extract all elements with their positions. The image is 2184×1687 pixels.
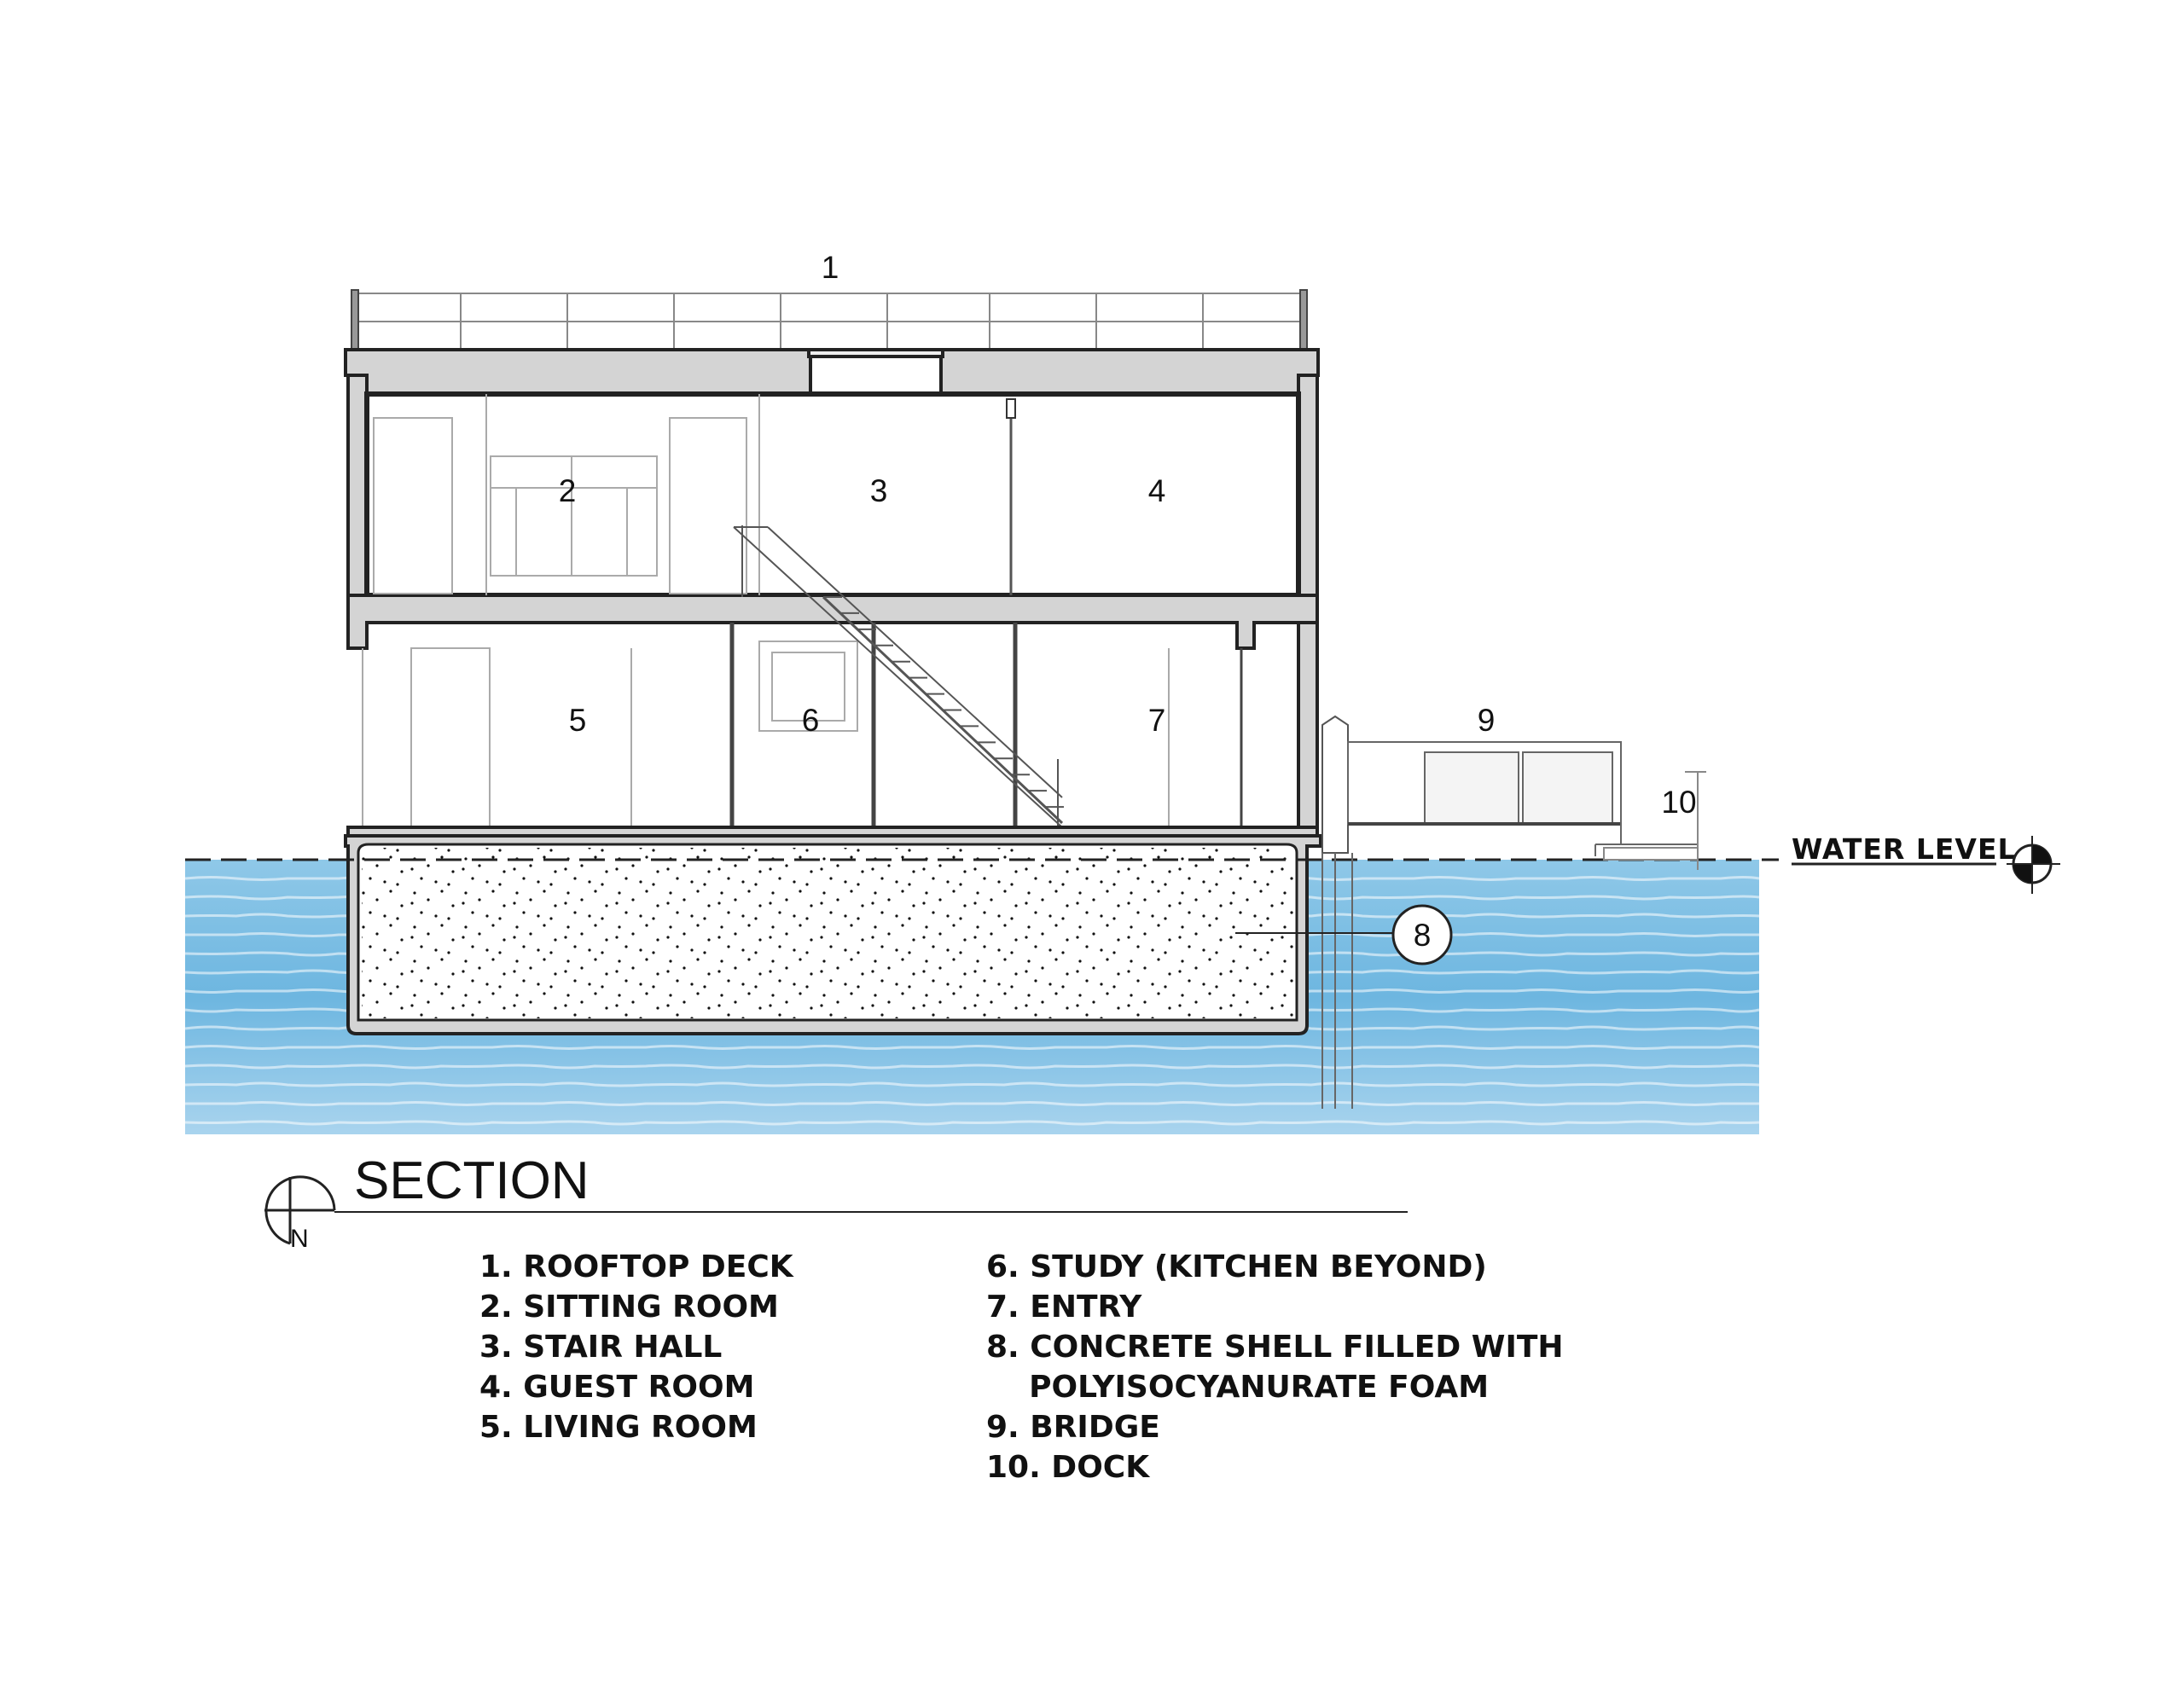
legend-item: 6. STUDY (KITCHEN BEYOND)	[986, 1249, 1487, 1284]
title-block: N SECTION	[264, 1151, 1408, 1253]
legend-left-column: 1. ROOFTOP DECK 2. SITTING ROOM 3. STAIR…	[479, 1247, 793, 1447]
legend-item: 3. STAIR HALL	[479, 1330, 723, 1365]
water-level-marker: WATER LEVEL	[1792, 832, 2060, 894]
room-labels: 1 2 3 4 5 6 7 9 10	[559, 250, 1697, 820]
legend-right-column: 6. STUDY (KITCHEN BEYOND) 7. ENTRY 8. CO…	[986, 1247, 1564, 1487]
roof-slab	[344, 348, 1320, 396]
water-wave	[184, 1081, 1760, 1087]
room-number-7: 7	[1148, 703, 1166, 738]
dock	[1603, 771, 1706, 870]
water-wave	[184, 1064, 1760, 1070]
legend-item: 2. SITTING ROOM	[479, 1290, 779, 1325]
room-number-6: 6	[802, 703, 820, 738]
stair-treads	[823, 596, 1064, 809]
water-wave	[184, 1120, 1760, 1126]
rooftop-railing	[351, 289, 1308, 352]
concrete-shell	[344, 834, 1322, 1035]
callout-8: 8	[1235, 904, 1453, 965]
north-label: N	[290, 1225, 309, 1253]
water-wave	[185, 1101, 1759, 1106]
water-level-label: WATER LEVEL	[1792, 832, 2017, 866]
legend-item: POLYISOCYANURATE FOAM	[986, 1370, 1490, 1405]
lower-columns	[729, 623, 1243, 827]
room-number-3: 3	[870, 473, 888, 508]
water-wave	[184, 1045, 1760, 1050]
legend-item: 9. BRIDGE	[986, 1410, 1160, 1445]
section-title: SECTION	[354, 1151, 590, 1210]
north-arrow-icon	[264, 1175, 336, 1245]
upper-floor	[346, 391, 1319, 650]
callout-number-8: 8	[1414, 918, 1432, 953]
staircase	[733, 525, 1064, 828]
legend-item: 4. GUEST ROOM	[479, 1370, 755, 1405]
bridge	[1321, 715, 1698, 1109]
room-number-4: 4	[1148, 473, 1166, 508]
legend-item: 1. ROOFTOP DECK	[479, 1249, 793, 1284]
room-number-2: 2	[559, 473, 577, 508]
legend-item: 8. CONCRETE SHELL FILLED WITH	[986, 1330, 1564, 1365]
room-number-10: 10	[1661, 785, 1696, 820]
room-number-5: 5	[569, 703, 587, 738]
legend-item: 7. ENTRY	[986, 1290, 1142, 1325]
room-number-9: 9	[1478, 703, 1496, 738]
room-number-1: 1	[822, 250, 839, 285]
legend-item: 5. LIVING ROOM	[479, 1410, 758, 1445]
lower-floor	[362, 641, 1170, 828]
legend-item: 10. DOCK	[986, 1450, 1150, 1485]
